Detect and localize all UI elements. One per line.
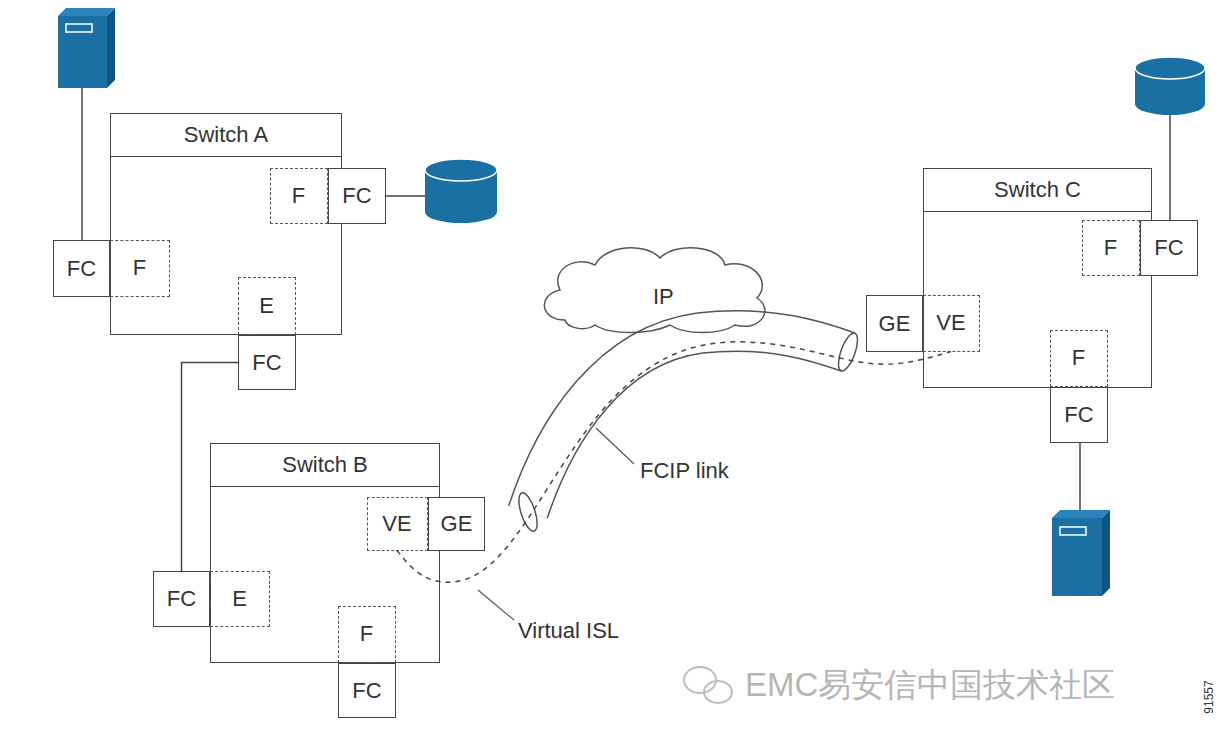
port-box: GE <box>866 295 923 352</box>
cloud-shape: IP <box>535 240 775 335</box>
port-box: F <box>270 168 328 224</box>
port-box: VE <box>367 497 428 551</box>
port-label: F <box>133 255 146 281</box>
fcip-tube <box>515 331 861 533</box>
port-box: FC <box>328 168 386 224</box>
port-box: F <box>110 240 170 297</box>
port-box: VE <box>923 295 980 352</box>
watermark-icon <box>684 667 732 703</box>
virtual-isl-line <box>397 342 951 582</box>
figure-number: 91557 <box>1202 680 1216 713</box>
port-label: F <box>360 621 373 647</box>
disk-icon <box>1135 57 1205 115</box>
port-label: F <box>1104 235 1117 261</box>
port-label: E <box>259 293 274 319</box>
link-label: Virtual ISL <box>518 618 619 644</box>
port-label: FC <box>67 256 96 282</box>
port-box: GE <box>428 497 485 551</box>
wire <box>386 195 425 197</box>
port-box: FC <box>53 240 110 297</box>
port-box: FC <box>1050 387 1108 443</box>
port-box: FC <box>153 571 210 627</box>
switch-label: Switch B <box>211 444 439 487</box>
port-label: F <box>292 183 305 209</box>
leader-line <box>478 590 514 620</box>
switch-label: Switch C <box>924 169 1151 212</box>
wire <box>1169 115 1171 220</box>
wire <box>1079 443 1081 510</box>
port-label: GE <box>879 311 911 337</box>
port-label: VE <box>936 310 965 336</box>
port-box: FC <box>338 663 396 718</box>
port-box: F <box>1082 220 1140 276</box>
port-label: FC <box>342 183 371 209</box>
port-box: E <box>210 571 270 627</box>
port-label: F <box>1072 345 1085 371</box>
port-box: FC <box>1140 220 1198 276</box>
port-label: FC <box>1154 235 1183 261</box>
port-label: GE <box>441 511 473 537</box>
port-label: VE <box>382 511 411 537</box>
switch-label: Switch A <box>111 114 341 157</box>
switch-box: Switch B VE E F <box>210 443 440 663</box>
port-box: F <box>1050 330 1108 387</box>
link-label: FCIP link <box>640 458 729 484</box>
port-label: FC <box>167 586 196 612</box>
wire <box>81 88 83 240</box>
port-label: FC <box>352 678 381 704</box>
port-box: E <box>238 277 296 335</box>
port-box: FC <box>238 335 296 390</box>
port-box: F <box>338 606 396 663</box>
server-icon <box>1052 510 1110 596</box>
watermark: EMC易安信中国技术社区 <box>745 663 1115 708</box>
server-icon <box>58 8 115 88</box>
cloud-label: IP <box>653 284 674 310</box>
port-label: FC <box>252 350 281 376</box>
disk-icon <box>425 159 497 223</box>
leader-line <box>596 428 634 464</box>
switch-box: Switch A F F E <box>110 113 342 335</box>
switch-box: Switch C F VE F <box>923 168 1152 388</box>
port-label: FC <box>1064 402 1093 428</box>
port-label: E <box>232 586 247 612</box>
